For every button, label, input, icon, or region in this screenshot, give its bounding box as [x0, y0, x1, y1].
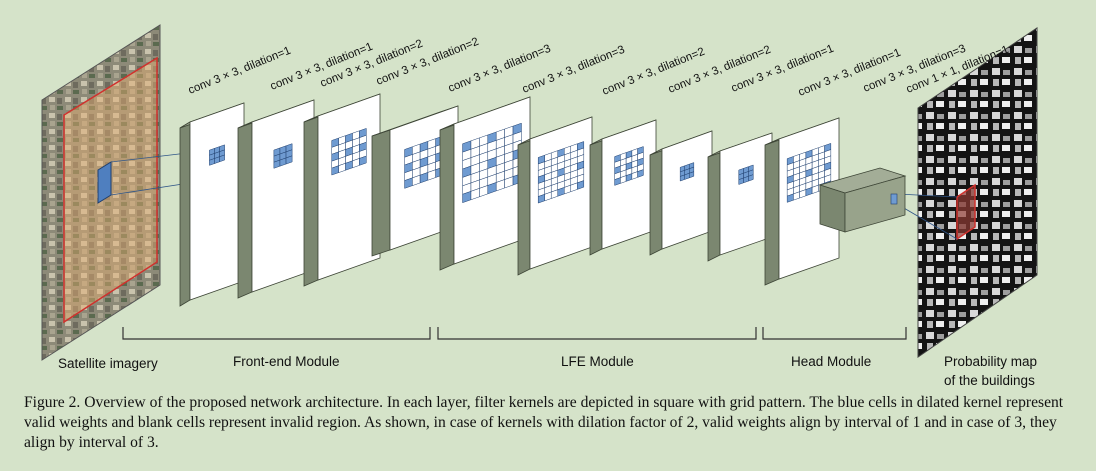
lfe-module-label: LFE Module [561, 354, 634, 369]
probability-map [917, 27, 1038, 358]
network-architecture-diagram: conv 3 × 3, dilation=1 conv 3 × 3, dilat… [41, 24, 1038, 388]
slab-side [589, 138, 603, 256]
lfe-bracket [437, 327, 757, 340]
slab-side [439, 123, 455, 271]
feature-slab [439, 96, 531, 271]
kernel-grid [537, 141, 585, 204]
layer-labels: conv 3 × 3, dilation=1 conv 3 × 3, dilat… [187, 36, 1011, 99]
output-label-line1: Probability map [944, 354, 1037, 369]
slab-face [661, 130, 713, 250]
kernel-cell [219, 154, 225, 163]
front-end-module-label: Front-end Module [233, 354, 340, 369]
slab-side [707, 150, 721, 262]
feature-slab [517, 116, 593, 276]
kernel-cell [689, 171, 695, 179]
connector-line [896, 193, 958, 198]
kernel-grid [462, 122, 522, 204]
module-brackets [122, 327, 907, 340]
layer-label: conv 3 × 3, dilation=2 [667, 44, 773, 96]
slab-side [649, 148, 663, 256]
head-block-side [819, 184, 846, 233]
satellite-image [41, 24, 161, 361]
slab-face [317, 93, 381, 281]
kernel-cell [577, 180, 585, 190]
connector-line [896, 203, 958, 240]
slab-side [179, 121, 191, 307]
feature-slab [179, 102, 245, 307]
slab-side [517, 138, 531, 276]
slab-side [764, 138, 780, 286]
feature-slab [649, 130, 713, 256]
kernel-grid [614, 146, 644, 186]
kernel-grid [331, 128, 367, 176]
slab-side [371, 129, 391, 257]
kernel-cell [637, 169, 644, 178]
kernel-grid [738, 164, 754, 185]
kernel-grid [786, 143, 832, 203]
feature-slab [764, 117, 840, 286]
kernel-grid [209, 144, 225, 166]
kernel-grid [273, 143, 293, 169]
head-conv-block [818, 167, 907, 233]
satellite-imagery-label: Satellite imagery [58, 356, 158, 371]
output-label-line2: of the buildings [944, 373, 1035, 388]
kernel-cell [285, 155, 293, 165]
head-bracket [762, 327, 907, 340]
feature-slab [589, 119, 657, 256]
slab-face [719, 132, 773, 256]
slab-face [601, 119, 657, 250]
feature-slab [707, 132, 773, 262]
head-module-label: Head Module [791, 354, 871, 369]
front-end-bracket [122, 327, 431, 340]
slab-side [303, 115, 319, 287]
kernel-grid [679, 162, 695, 182]
feature-layers [179, 93, 907, 307]
slab-face [189, 102, 245, 301]
feature-slab [303, 93, 381, 287]
head-kernel [890, 193, 898, 205]
kernel-cell [748, 174, 754, 182]
feature-slab [237, 99, 315, 299]
figure-caption: Figure 2. Overview of the proposed netwo… [24, 394, 1064, 451]
kernel-cell [359, 155, 367, 166]
slab-side [237, 121, 253, 299]
head-block-front [844, 175, 906, 233]
